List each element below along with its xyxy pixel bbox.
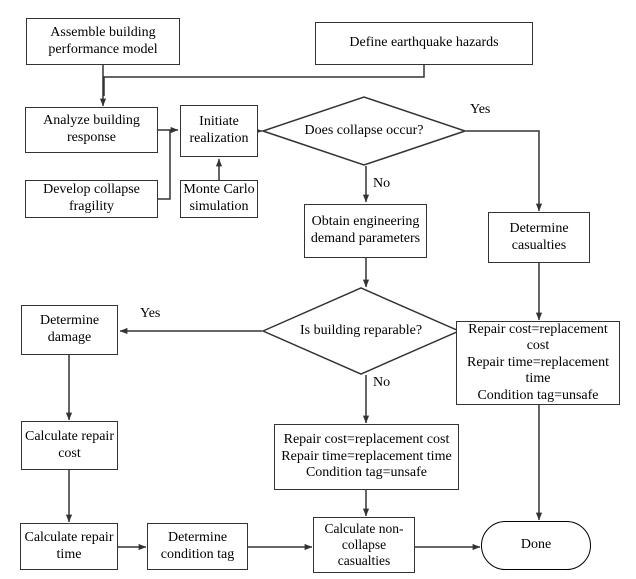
node-label: Define earthquake hazards [349, 35, 499, 51]
node-label: Calculate repair cost [24, 428, 114, 461]
node-label: Determine casualties [509, 220, 569, 253]
node-label: Obtain engineering demand parameters [310, 214, 421, 246]
node-determine-condition-tag[interactable]: Determine condition tag [147, 523, 248, 570]
node-label: Does collapse occur? [304, 122, 424, 138]
edge-label-collapse-yes: Yes [470, 102, 491, 117]
node-done[interactable]: Done [481, 521, 591, 570]
edge-label-reparable-yes: Yes [140, 306, 161, 321]
node-analyze-building-response[interactable]: Analyze building response [25, 107, 158, 153]
node-label: Initiate realization [189, 114, 249, 146]
node-does-collapse-occur[interactable]: Does collapse occur? [262, 96, 466, 166]
node-label: Done [520, 537, 552, 553]
node-replacement-values-right[interactable]: Repair cost=replacement cost Repair time… [456, 321, 620, 405]
node-define-earthquake-hazards[interactable]: Define earthquake hazards [315, 22, 533, 65]
node-label: Repair cost=replacement cost Repair time… [467, 321, 609, 403]
edge-label-reparable-no: No [373, 375, 391, 390]
edge-label-collapse-no: No [373, 176, 391, 191]
node-label: Calculate repair time [24, 529, 114, 562]
node-replacement-values-middle[interactable]: Repair cost=replacement cost Repair time… [274, 424, 459, 490]
edge-hazards-to-left [103, 65, 425, 96]
node-label: Analyze building response [43, 113, 140, 145]
node-label: Monte Carlo simulation [183, 182, 255, 214]
node-obtain-engineering-demand-parameters[interactable]: Obtain engineering demand parameters [304, 204, 427, 258]
node-label: Assemble building performance model [48, 24, 158, 57]
node-label: Calculate non- collapse casualties [324, 521, 404, 568]
node-label: Is building reparable? [299, 322, 423, 338]
node-initiate-realization[interactable]: Initiate realization [180, 105, 258, 157]
node-is-building-reparable[interactable]: Is building reparable? [262, 287, 460, 375]
node-calculate-non-collapse-casualties[interactable]: Calculate non- collapse casualties [313, 517, 415, 573]
node-label: Repair cost=replacement cost Repair time… [281, 432, 452, 481]
node-determine-damage[interactable]: Determine damage [21, 305, 118, 355]
node-calculate-repair-time[interactable]: Calculate repair time [20, 523, 118, 570]
diamond-outline [262, 96, 466, 166]
node-determine-casualties[interactable]: Determine casualties [488, 212, 590, 263]
node-label: Determine damage [39, 313, 100, 345]
node-calculate-repair-cost[interactable]: Calculate repair cost [21, 421, 118, 470]
node-monte-carlo-simulation[interactable]: Monte Carlo simulation [180, 180, 258, 218]
edge-fragility-bus [158, 130, 171, 200]
node-develop-collapse-fragility[interactable]: Develop collapse fragility [25, 180, 158, 218]
node-assemble-building-performance-model[interactable]: Assemble building performance model [26, 18, 180, 65]
node-label: Determine condition tag [160, 529, 235, 562]
node-label: Develop collapse fragility [43, 182, 140, 214]
edge-collapse-yes [466, 130, 543, 212]
